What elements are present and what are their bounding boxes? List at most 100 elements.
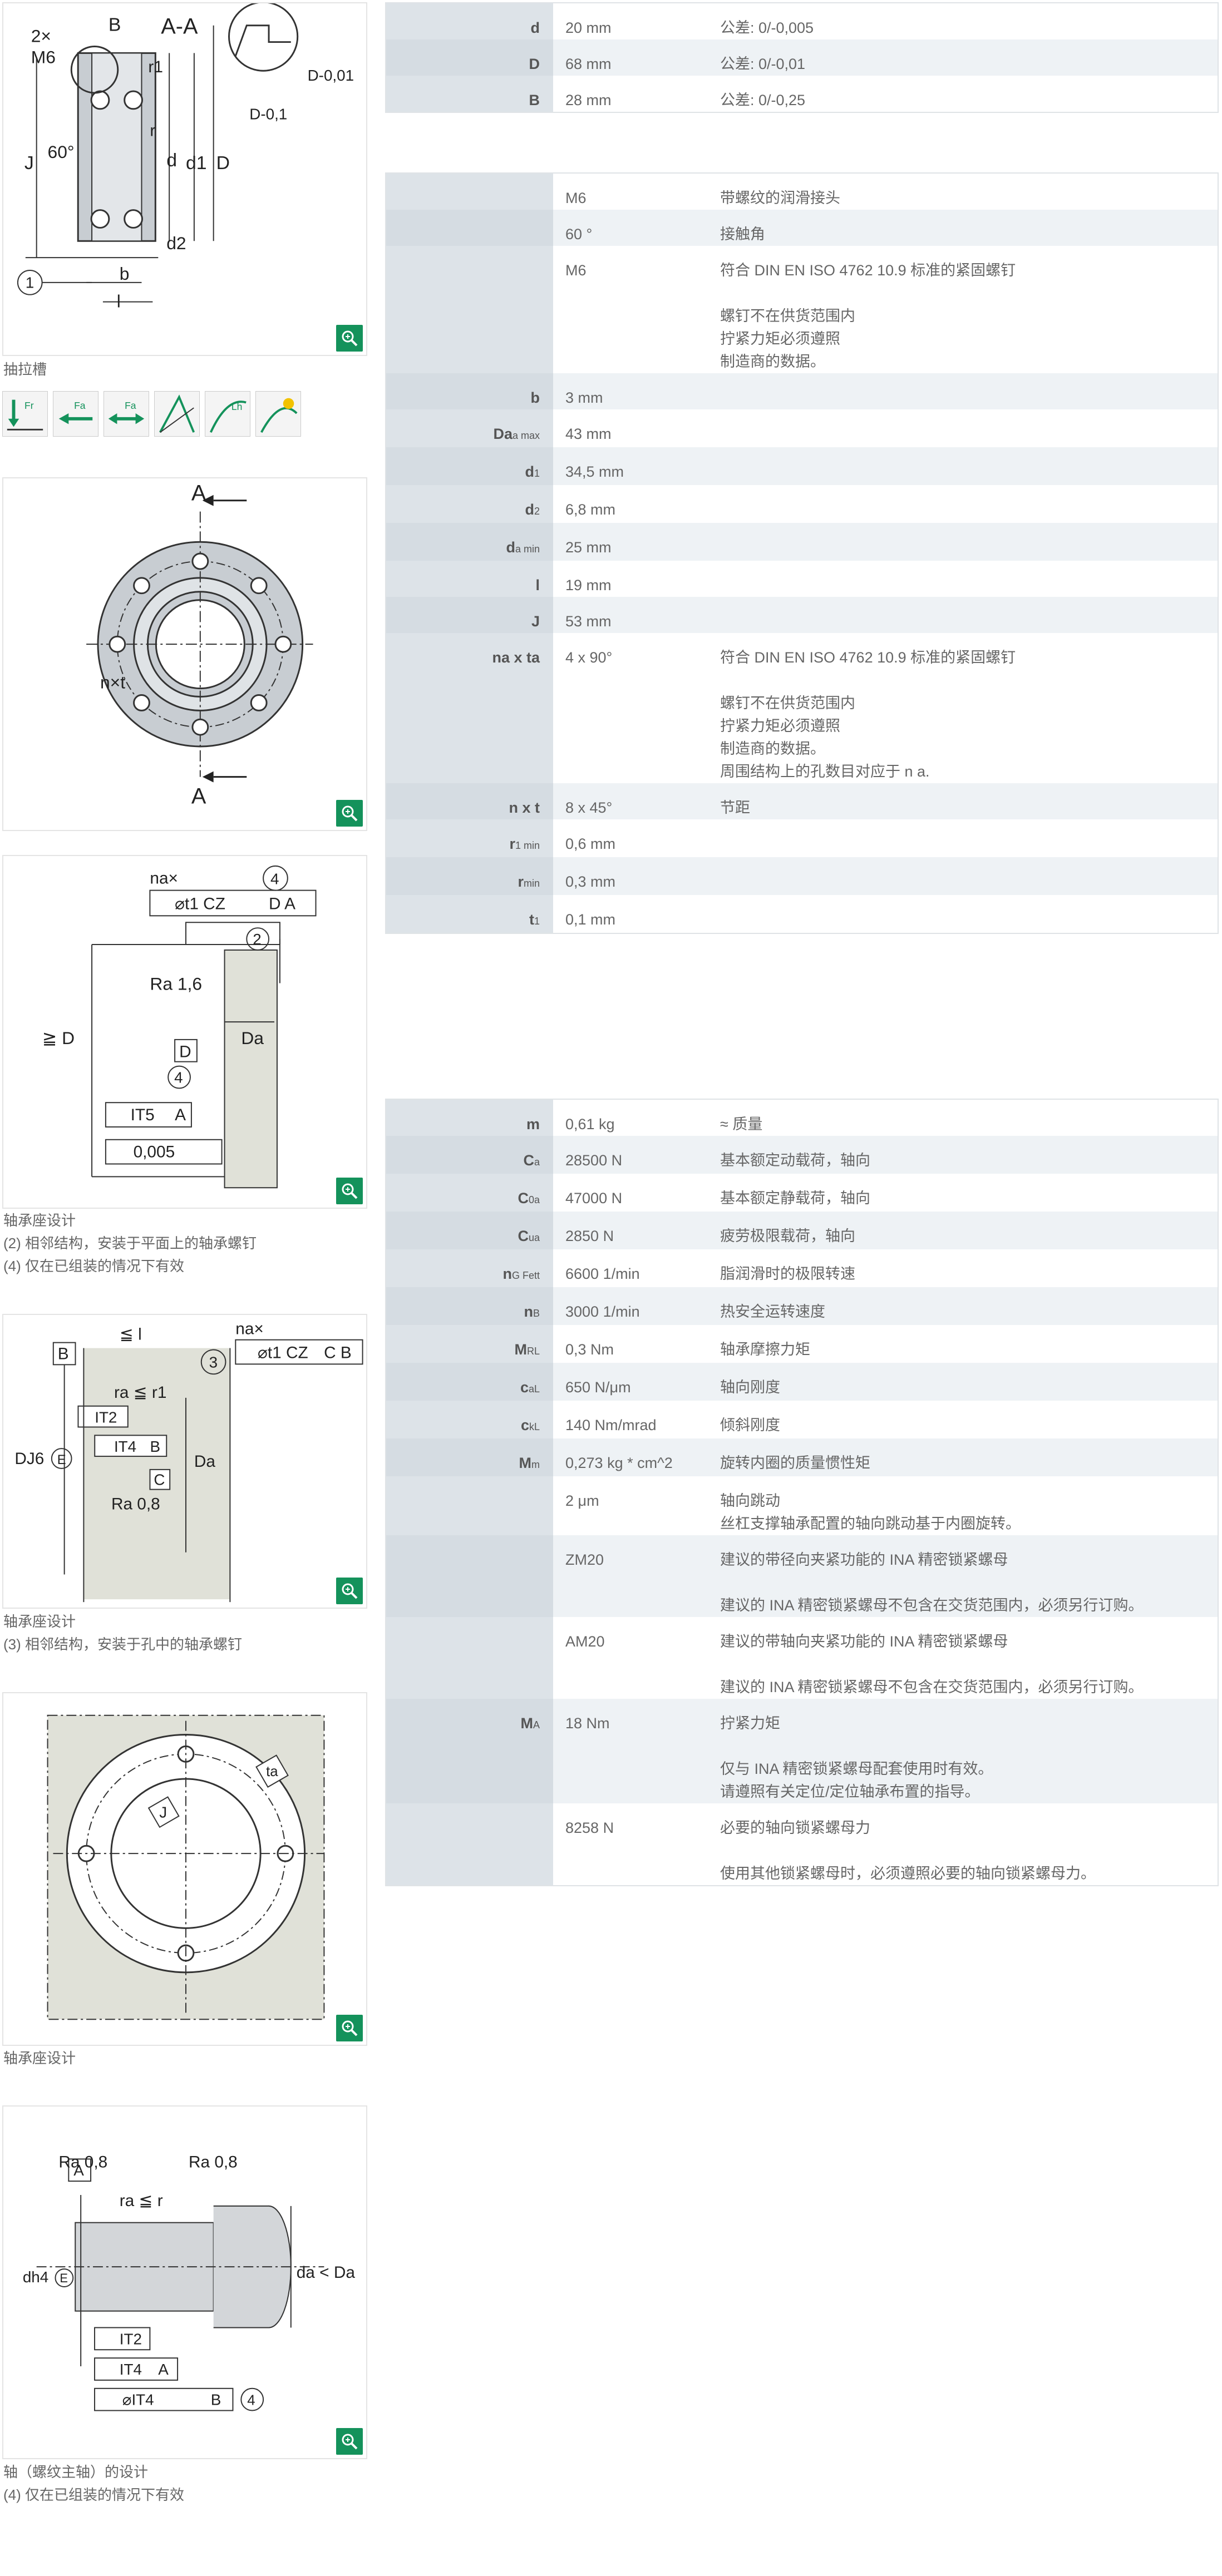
fig6-4: 4 [247, 2393, 255, 2409]
fig1-d001: D-0,01 [308, 67, 354, 84]
row-key-sub: ua [528, 1232, 540, 1243]
row-description: 轴向跳动 丝杠支撑轴承配置的轴向跳动基于内圈旋转。 [720, 1492, 1021, 1532]
row-key-main: J [531, 613, 540, 630]
zoom-button-3[interactable] [336, 1178, 363, 1204]
caption-5: 轴（螺纹主轴）的设计 (4) 仅在已组装的情况下有效 [3, 2461, 365, 2506]
row-key: D [386, 39, 553, 76]
row-key-main: M [519, 1455, 532, 1471]
row-description: 倾斜刚度 [720, 1417, 780, 1433]
caption-4: 轴承座设计 [3, 2050, 76, 2066]
row-key-main: n x t [509, 799, 540, 816]
row-value: 68 mm [553, 39, 720, 76]
flange-drawing: A A n×t [86, 481, 313, 808]
row-description: 拧紧力矩 仅与 INA 精密锁紧螺母配套使用时有效。 请遵照有关定位/定位轴承布… [720, 1699, 1218, 1803]
figure-housing-design-1: na× ⌀t1 CZ D A 4 2 Ra 1,6 ≧ D D Da 4 IT5… [2, 855, 367, 1209]
row-description [720, 895, 1218, 933]
fig4-da: Da [194, 1452, 215, 1471]
zoom-button-6[interactable] [336, 2428, 363, 2455]
caption-2-line-3: (4) 仅在已组装的情况下有效 [3, 1258, 185, 1274]
fig1-b: B [109, 14, 121, 36]
row-description [720, 523, 1218, 561]
row-key-sub: 0a [528, 1194, 540, 1205]
row-key-sub: 1 [534, 468, 540, 479]
row-key: Daa max [386, 409, 553, 447]
fig1-r1: r1 [148, 58, 163, 76]
row-description [720, 373, 1218, 409]
fig3-d: D [179, 1043, 191, 1061]
row-value: 6600 1/min [565, 1265, 640, 1282]
fig2-a-top: A [191, 481, 206, 506]
fig3-2: 2 [253, 931, 261, 948]
row-key-main: t [529, 911, 534, 928]
row-key: b [386, 373, 553, 409]
fig4-3: 3 [209, 1353, 218, 1371]
caption-2-line-2: (2) 相邻结构，安装于平面上的轴承螺钉 [3, 1235, 257, 1252]
row-key-main: d [530, 19, 540, 36]
zoom-icon [342, 805, 358, 822]
row-key-main: b [530, 389, 540, 406]
row-key-main: M [520, 1715, 533, 1732]
row-description: 基本额定动载荷，轴向 [720, 1136, 1218, 1174]
row-value: 8258 N [565, 1819, 614, 1836]
row-description: 符合 DIN EN ISO 4762 10.9 标准的紧固螺钉 螺钉不在供货范围… [720, 649, 1016, 780]
fig4-it2: IT2 [95, 1409, 117, 1426]
row-description: 符合 DIN EN ISO 4762 10.9 标准的紧固螺钉 螺钉不在供货范围… [720, 262, 1016, 370]
row-key-sub: m [531, 1459, 540, 1470]
row-value: 2 μm [565, 1492, 599, 1509]
zoom-button-1[interactable] [336, 325, 363, 352]
row-key-main: D [529, 56, 540, 72]
bearing-section-drawing: 2× M6 B A-A r1 r d d1 D J 60° d2 b l 1 D… [17, 3, 354, 312]
row-key [386, 1535, 553, 1617]
figure-flange-view: A A n×t [2, 477, 367, 831]
row-key-main: n [502, 1265, 512, 1282]
row-key: t1 [386, 895, 553, 933]
fig4-b: B [58, 1344, 69, 1363]
zoom-button-5[interactable] [336, 2015, 363, 2041]
row-key: Cua [386, 1212, 553, 1249]
row-key-sub: kL [529, 1421, 540, 1432]
fig1-m6: M6 [31, 47, 56, 67]
row-value: 2850 N [553, 1212, 720, 1249]
row-description [720, 409, 1218, 447]
fig6-a2: A [158, 2361, 169, 2378]
axial-load-icon: Fa [53, 391, 98, 437]
row-description: 建议的带轴向夹紧功能的 INA 精密锁紧螺母 建议的 INA 精密锁紧螺母不包含… [720, 1633, 1144, 1695]
row-value: 20 mm [565, 19, 612, 36]
row-description: 公差: 0/-0,005 [720, 19, 814, 36]
fig1-l: l [117, 291, 121, 312]
row-key-main: B [529, 92, 540, 108]
icon-fa-label: Fa [74, 400, 86, 411]
fig1-r: r [150, 121, 155, 140]
caption-5-line-2: (4) 仅在已组装的情况下有效 [3, 2486, 185, 2503]
fig6-ra2: Ra 0,8 [189, 2153, 238, 2171]
row-description: 轴承摩擦力矩 [720, 1341, 810, 1358]
row-description: 建议的带径向夹紧功能的 INA 精密锁紧螺母 建议的 INA 精密锁紧螺母不包含… [720, 1535, 1218, 1617]
life-icon: Lh [205, 391, 250, 437]
figure-housing-design-3: ta J [2, 1692, 367, 2046]
fig5-ta: ta [266, 1764, 278, 1779]
row-key: nG Fett [386, 1249, 553, 1287]
row-key-main: l [535, 577, 540, 594]
row-key [386, 246, 553, 373]
row-value: 19 mm [565, 577, 612, 594]
caption-2: 轴承座设计 (2) 相邻结构，安装于平面上的轴承螺钉 (4) 仅在已组装的情况下… [3, 1209, 365, 1278]
row-key-main: m [526, 1116, 540, 1133]
row-key: nB [386, 1287, 553, 1325]
row-key [386, 1803, 553, 1885]
zoom-button-2[interactable] [336, 800, 363, 827]
row-value: M6 [565, 190, 587, 206]
zoom-button-4[interactable] [336, 1578, 363, 1604]
row-description: 必要的轴向锁紧螺母力 使用其他锁紧螺母时，必须遵照必要的轴向锁紧螺母力。 [720, 1819, 1096, 1882]
row-key: n x t [386, 783, 553, 819]
